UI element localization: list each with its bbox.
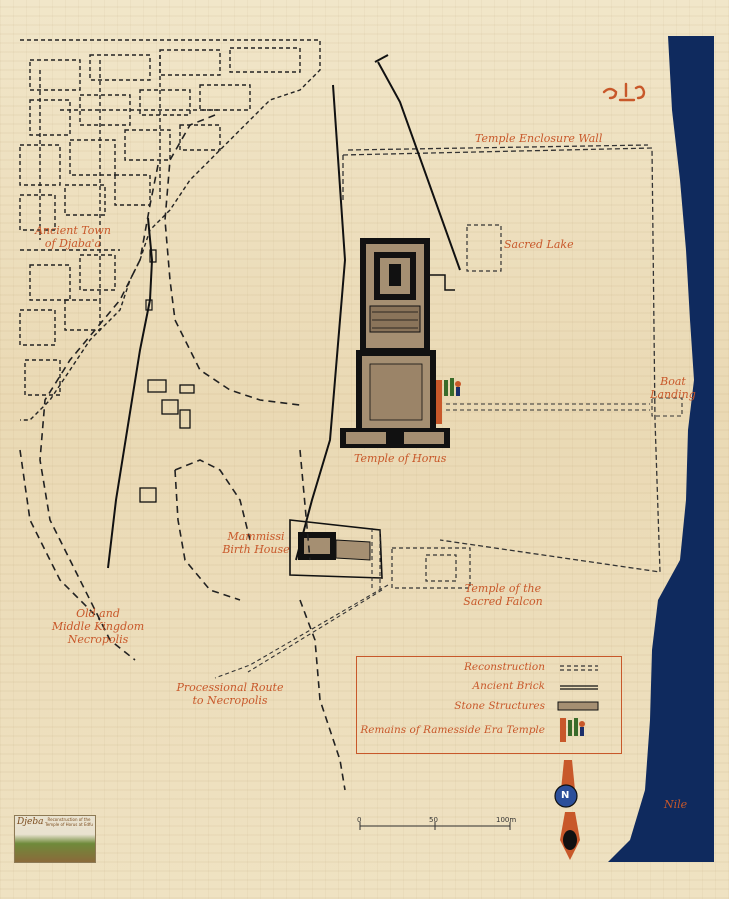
scale-tick-0: 0 (357, 816, 362, 824)
label-nile: Nile (664, 798, 688, 811)
processional-route-east (446, 403, 650, 411)
label-falcon-line2: Sacred Falcon (463, 595, 543, 608)
label-necropolis-line3: Necropolis (67, 633, 129, 646)
ramesside-glyph-icon (444, 378, 461, 396)
necropolis-route-south (299, 599, 346, 791)
map-legend: Reconstruction Ancient Brick Stone Struc… (356, 656, 622, 754)
sacred-lake-outline (466, 224, 502, 272)
legend-ramesside: Remains of Ramesside Era Temple (360, 724, 545, 736)
scale-tick-100: 100m (496, 816, 517, 824)
ramesside-remains (436, 380, 442, 424)
hieroglyph-cartouche-icon (602, 82, 646, 102)
legend-samples (557, 665, 599, 742)
label-boat-line2: Landing (650, 388, 696, 401)
label-sacred-lake: Sacred Lake (504, 238, 574, 251)
label-boat-line1: Boat (660, 375, 686, 388)
compass-north-letter: N (561, 790, 570, 801)
legend-reconstruction: Reconstruction (463, 661, 545, 673)
label-ancient-town: Ancient Town of Djaba'a (28, 224, 118, 250)
label-enclosure-wall: Temple Enclosure Wall (475, 132, 603, 145)
label-mammissi: Mammissi Birth House (216, 530, 296, 556)
label-processional-route: Processional Route to Necropolis (172, 681, 288, 707)
thumbnail-image[interactable]: Djeba Reconstruction of the Temple of Ho… (14, 815, 96, 863)
compass-rose-icon (554, 760, 580, 860)
sacred-falcon-temple (391, 547, 471, 589)
legend-ancient-brick: Ancient Brick (472, 680, 545, 692)
label-temple-horus: Temple of Horus (354, 452, 447, 465)
scale-bar (359, 822, 511, 830)
ancient-brick-walls (295, 54, 461, 561)
label-necropolis-line2: Middle Kingdom (51, 620, 145, 633)
boat-landing-structure (651, 397, 683, 417)
label-necropolis-line1: Old and (76, 607, 120, 620)
label-sacred-falcon: Temple of the Sacred Falcon (458, 582, 548, 608)
label-necropolis: Old and Middle Kingdom Necropolis (48, 607, 148, 646)
legend-stone-structures: Stone Structures (454, 700, 545, 712)
label-ancient-town-line1: Ancient Town (35, 224, 111, 237)
label-ancient-town-line2: of Djaba'a (44, 237, 102, 250)
nile-river (608, 36, 714, 862)
small-structures (139, 379, 195, 503)
label-procession-line2: to Necropolis (192, 694, 268, 707)
label-mammissi-line1: Mammissi (227, 530, 285, 543)
processional-route-sw (214, 528, 389, 679)
label-boat-landing: Boat Landing (650, 375, 696, 401)
temple-enclosure-wall (342, 144, 661, 573)
label-mammissi-line2: Birth House (222, 543, 290, 556)
mammissi-structure (289, 519, 383, 579)
thumbnail-title: Djeba (17, 817, 44, 827)
ancient-town-grid (19, 39, 321, 421)
scale-tick-50: 50 (429, 816, 438, 824)
thumbnail-subtitle: Reconstruction of the Temple of Horus at… (45, 817, 93, 827)
necropolis-outline (19, 114, 301, 661)
temple-of-horus (340, 238, 455, 448)
west-brick-wall (107, 217, 154, 569)
label-procession-line1: Processional Route (176, 681, 284, 694)
label-falcon-line1: Temple of the (464, 582, 542, 595)
